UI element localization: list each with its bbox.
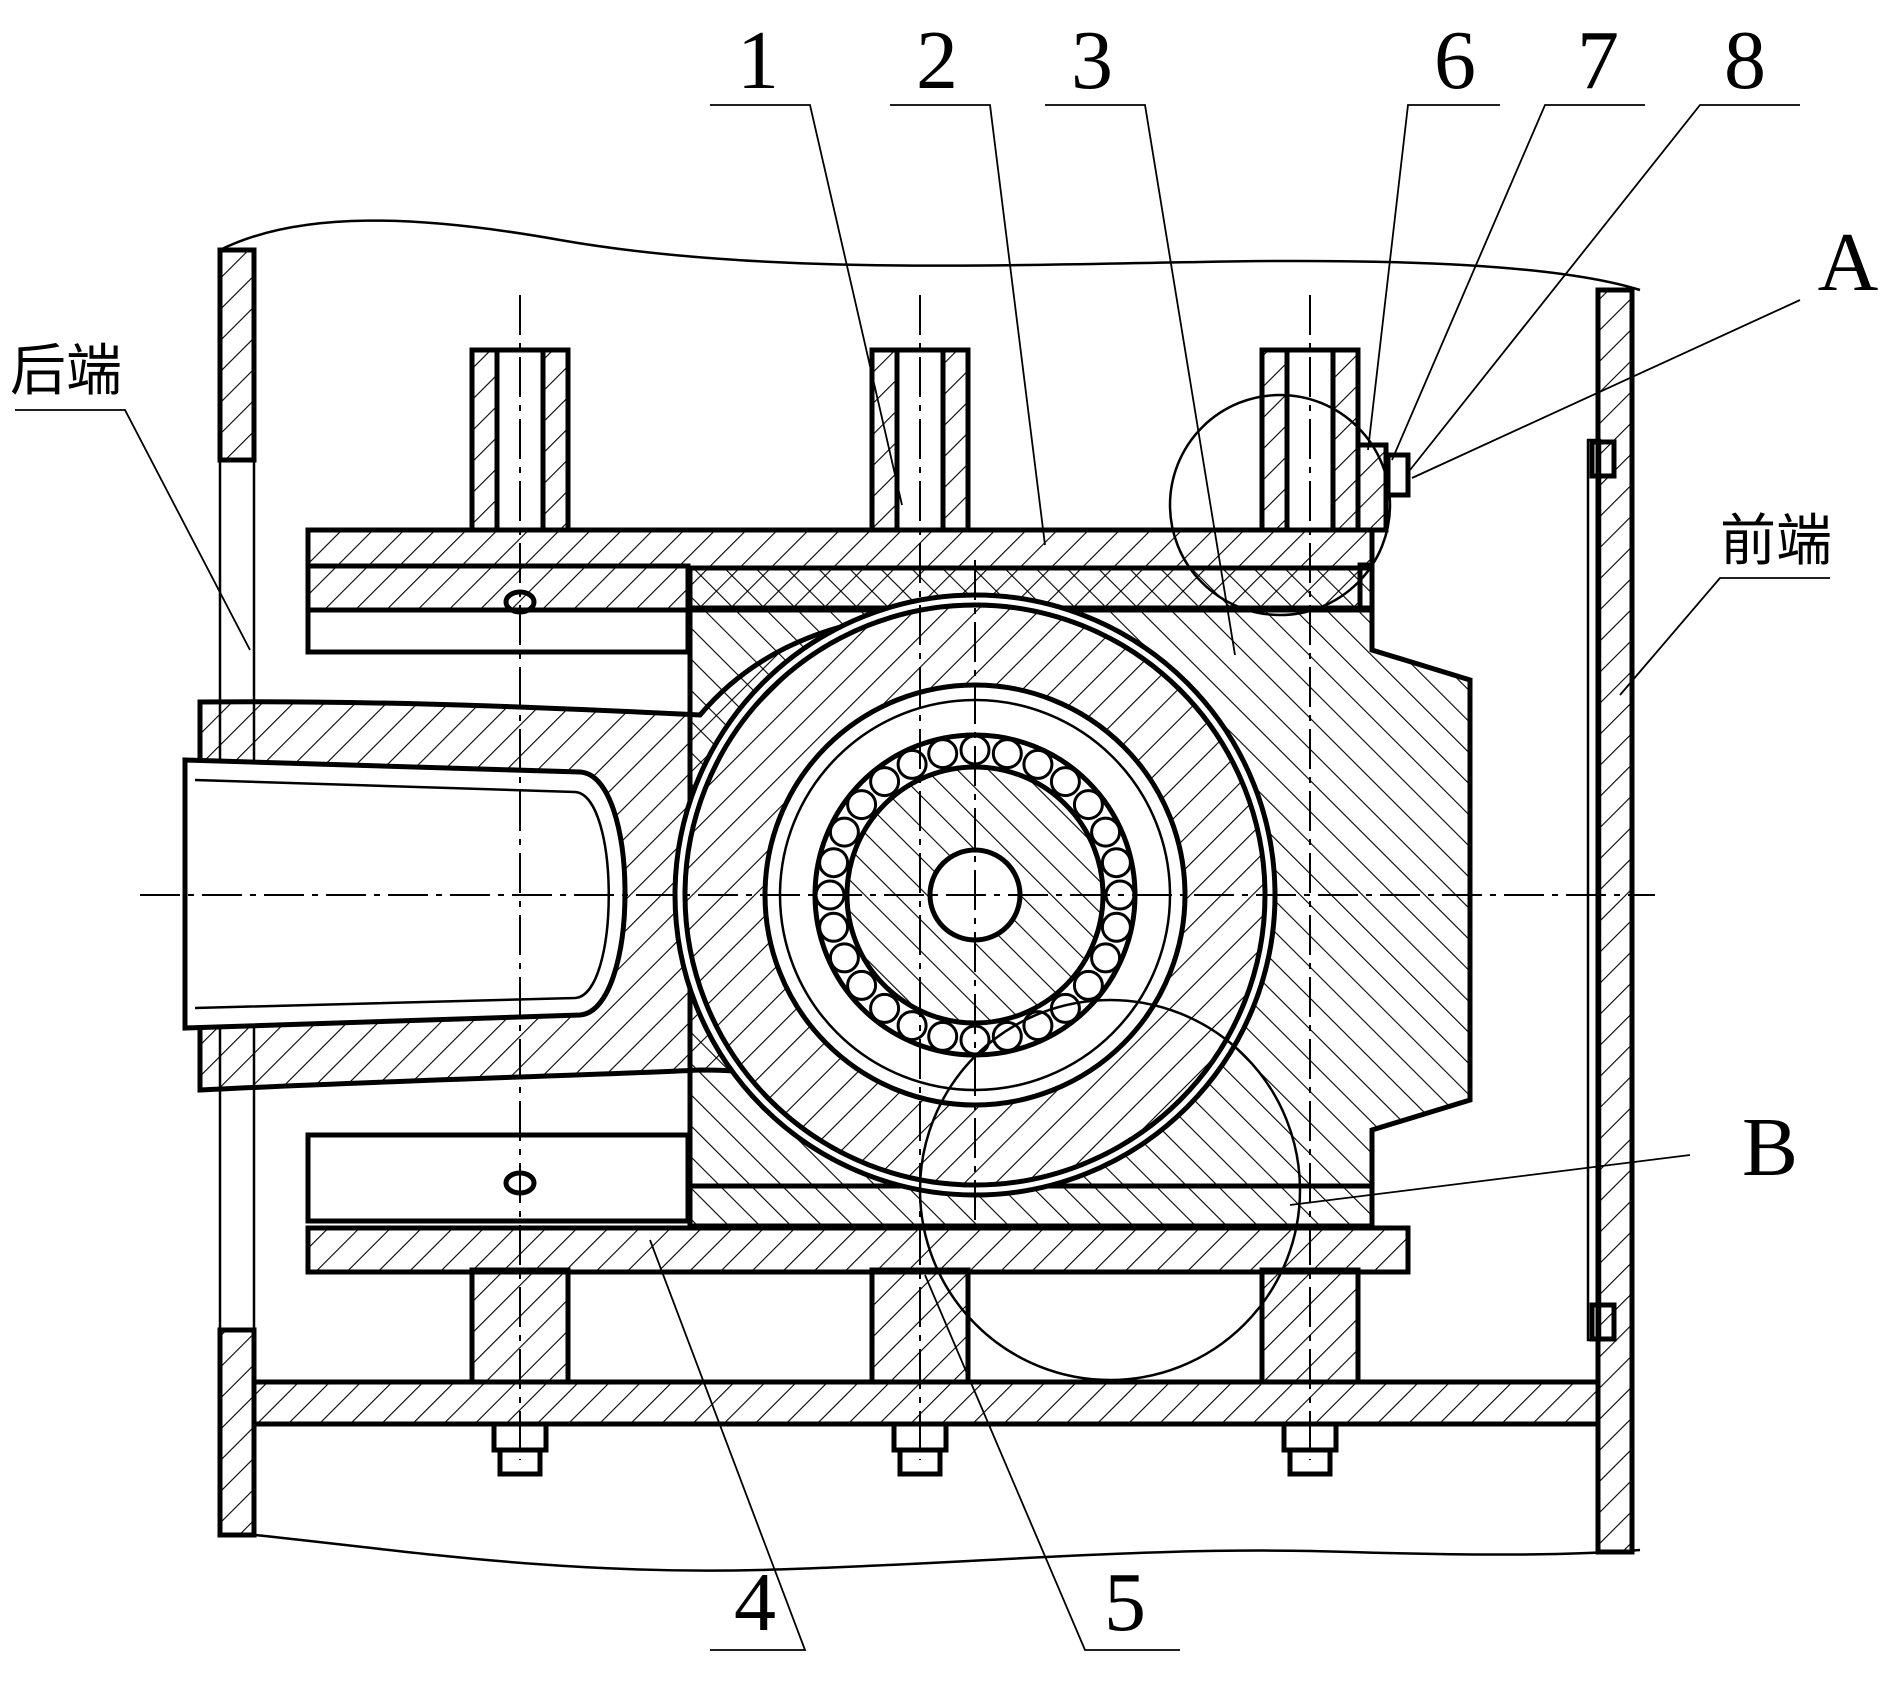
bearing-roller [929,1022,957,1050]
bearing-roller [1074,971,1102,999]
detail-label-a: A [1818,216,1879,309]
bearing-roller [1051,768,1079,796]
bearing-roller [1024,750,1052,778]
lower-guide-plate [308,1228,1408,1272]
part-number-4: 4 [734,1556,776,1649]
bearing-roller [1074,791,1102,819]
front-end-label: 前端 [1720,509,1832,574]
part-number-7: 7 [1577,14,1619,107]
bearing-roller [898,750,926,778]
part-number-3: 3 [1071,14,1113,107]
bearing-roller [848,971,876,999]
lower-rear-slot [308,1135,688,1221]
retainer-plate [1358,445,1386,530]
bearing-roller [1102,849,1130,877]
bearing-roller [1024,1012,1052,1040]
bearing-roller [1092,944,1120,972]
bearing-roller [830,818,858,846]
rear-wall-lower [220,1330,254,1535]
bearing-roller [929,740,957,768]
part-number-6: 6 [1434,14,1476,107]
front-wall [1598,290,1632,1552]
part-number-2: 2 [916,14,958,107]
bearing-roller [830,944,858,972]
bearing-roller [871,768,899,796]
bearing-roller [993,740,1021,768]
retainer-bolt-head [1388,455,1408,495]
detail-label-b: B [1742,1101,1798,1194]
housing-break-line-bottom [255,1535,1640,1571]
bearing-roller [1102,913,1130,941]
part-number-5: 5 [1104,1556,1146,1649]
bearing-roller [820,913,848,941]
bearing-roller [1092,818,1120,846]
part-number-1: 1 [737,14,779,107]
bearing-roller [898,1012,926,1040]
housing-break-line-top [220,221,1640,290]
rear-wall-upper [220,250,254,460]
bearing-roller [820,849,848,877]
housing-base-plate [254,1382,1598,1424]
part-number-8: 8 [1724,14,1766,107]
bearing-roller [871,994,899,1022]
rear-end-label: 后端 [10,339,122,404]
bearing-roller [848,791,876,819]
